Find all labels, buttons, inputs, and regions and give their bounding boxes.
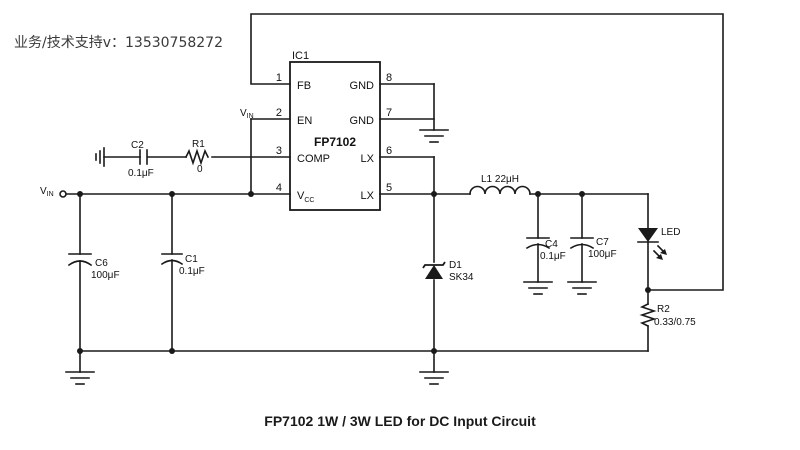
junction-c1-top xyxy=(169,191,175,197)
junction-r2 xyxy=(645,287,651,293)
r1-ref: R1 xyxy=(192,139,205,150)
c1-ref: C1 xyxy=(185,254,198,265)
r2-resistor xyxy=(639,302,657,328)
junction-d1-bottom xyxy=(431,348,437,354)
c4-ref: C4 xyxy=(545,239,558,250)
ic-ref-label: IC1 xyxy=(292,50,309,62)
feedback-wire xyxy=(250,13,724,291)
r2-value: 0.33/0.75 xyxy=(654,317,696,328)
contact-text: 业务/技术支持v：13530758272 xyxy=(14,35,223,51)
pin3-name: COMP xyxy=(297,153,330,165)
d1-diode-triangle xyxy=(425,265,443,279)
c2-value: 0.1μF xyxy=(128,168,154,179)
junction-c4 xyxy=(535,191,541,197)
vin-terminal xyxy=(59,190,67,198)
d1-ref: D1 xyxy=(449,260,462,271)
diagram-caption: FP7102 1W / 3W LED for DC Input Circuit xyxy=(264,413,536,429)
led-ray2-head xyxy=(656,254,663,260)
c4-value: 0.1μF xyxy=(540,251,566,262)
vin-main-label: VIN xyxy=(40,186,54,198)
pin7-name: GND xyxy=(350,115,375,127)
led-triangle xyxy=(638,228,658,242)
pin1-name: FB xyxy=(297,80,311,92)
pin3-number: 3 xyxy=(276,145,282,157)
led-ref: LED xyxy=(661,227,680,238)
c7-ref: C7 xyxy=(596,237,609,248)
pin5-name: LX xyxy=(361,190,375,202)
junction-lx xyxy=(431,191,437,197)
l1-label: L1 22μH xyxy=(481,174,519,185)
pin1-number: 1 xyxy=(276,72,282,84)
vin-en-label: VIN xyxy=(240,108,254,120)
pin6-number: 6 xyxy=(386,145,392,157)
c2-ref: C2 xyxy=(131,140,144,151)
c1-value: 0.1μF xyxy=(179,266,205,277)
pin8-number: 8 xyxy=(386,72,392,84)
r1-resistor xyxy=(184,148,210,166)
c7-value: 100μF xyxy=(588,249,617,260)
pin5-number: 5 xyxy=(386,182,392,194)
pin2-name: EN xyxy=(297,115,312,127)
junction-c6-top xyxy=(77,191,83,197)
r2-ref: R2 xyxy=(657,304,670,315)
pin4-number: 4 xyxy=(276,182,282,194)
pin7-number: 7 xyxy=(386,107,392,119)
junction-en-vin xyxy=(248,191,254,197)
pin2-number: 2 xyxy=(276,107,282,119)
ic-part-label: FP7102 xyxy=(314,135,356,149)
pin8-name: GND xyxy=(350,80,375,92)
pin6-name: LX xyxy=(361,153,375,165)
r1-value: 0 xyxy=(197,164,203,175)
junction-c7 xyxy=(579,191,585,197)
d1-zener-bar xyxy=(422,261,446,269)
c6-value: 100μF xyxy=(91,270,120,281)
junction-c6-bottom xyxy=(77,348,83,354)
d1-value: SK34 xyxy=(449,272,474,283)
led-ray1-head xyxy=(660,249,667,255)
pin4-name: VCC xyxy=(297,190,314,204)
c6-ref: C6 xyxy=(95,258,108,269)
ic-body xyxy=(289,61,381,211)
l1-inductor xyxy=(469,185,531,195)
junction-c1-bottom xyxy=(169,348,175,354)
